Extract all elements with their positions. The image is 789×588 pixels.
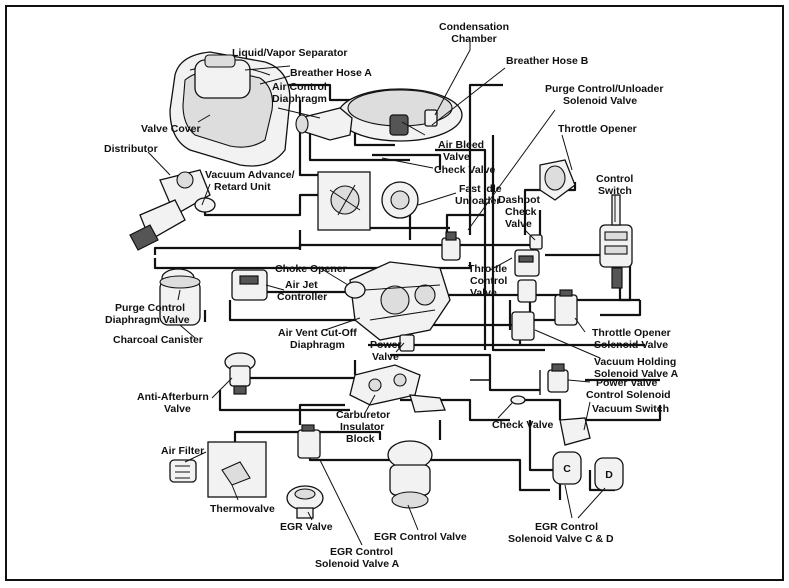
label-breather-hose-b: Breather Hose B (506, 55, 589, 67)
label-air-vent-cutoff: Diaphragm (290, 339, 345, 351)
label-air-control-diaphragm: Diaphragm (272, 93, 327, 105)
label-throttle-control-valve: Valve (470, 287, 497, 299)
label-charcoal-canister: Charcoal Canister (113, 334, 203, 346)
label-throttle-opener: Throttle Opener (558, 123, 637, 135)
label-check-valve-bottom: Check Valve (492, 419, 553, 431)
label-vacuum-holding-solenoid: Solenoid Valve A (594, 368, 679, 380)
label-egr-solenoid-a: EGR Control (330, 546, 393, 558)
label-dashpot-check-valve: Check (505, 206, 537, 218)
label-vacuum-switch: Vacuum Switch (592, 403, 669, 415)
label-carburetor-insulator: Carburetor (336, 409, 390, 421)
egr-control-solenoid-valve-d (594, 457, 624, 491)
vacuum-holding-solenoid-a (511, 311, 535, 341)
check-valve-bottom (510, 395, 526, 405)
label-air-jet-controller: Air Jet (285, 279, 318, 291)
label-fast-idle-unloader: Unloader (455, 195, 501, 207)
label-vacuum-advance: Retard Unit (214, 181, 271, 193)
label-egr-solenoid-cd: EGR Control (535, 521, 598, 533)
egr-valve (286, 485, 324, 519)
callout-labels: Condensation Chamber Liquid/Vapor Separa… (104, 21, 679, 570)
label-check-valve-top: Check Valve (434, 164, 495, 176)
label-air-bleed-valve: Valve (443, 151, 470, 163)
label-valve-cover: Valve Cover (141, 123, 201, 135)
label-air-control-diaphragm: Air Control (272, 81, 327, 93)
label-power-valve-control: Power Valve (596, 377, 657, 389)
label-dashpot-check-valve: Dashpot (498, 194, 541, 206)
label-purge-control-unloader: Solenoid Valve (563, 95, 637, 107)
label-carburetor-insulator: Block (346, 433, 375, 445)
label-liquid-vapor-separator: Liquid/Vapor Separator (232, 47, 348, 59)
label-vacuum-holding-solenoid: Vacuum Holding (594, 356, 676, 368)
label-power-valve: Valve (372, 351, 399, 363)
choke-opener (344, 281, 366, 299)
label-throttle-control-valve: Control (470, 275, 507, 287)
carburetor (349, 261, 451, 341)
label-anti-afterburn: Anti-Afterburn (137, 391, 209, 403)
label-vacuum-advance: Vacuum Advance/ (205, 169, 295, 181)
throttle-opener-solenoid-valve (554, 289, 578, 326)
label-throttle-opener-solenoid: Throttle Opener (592, 327, 671, 339)
fast-idle-unloader (381, 181, 419, 219)
label-anti-afterburn: Valve (164, 403, 191, 415)
air-jet-controller (231, 269, 268, 301)
carburetor-insulator-block (349, 364, 446, 413)
solenoid-d-marker: D (605, 469, 613, 481)
solenoid-c-marker: C (563, 463, 571, 475)
control-switch (599, 194, 633, 289)
label-egr-valve: EGR Valve (280, 521, 333, 533)
label-egr-solenoid-cd: Solenoid Valve C & D (508, 533, 614, 545)
label-air-jet-controller: Controller (277, 291, 327, 303)
air-filter (169, 459, 197, 483)
throttle-control-valve (514, 249, 540, 303)
label-air-filter: Air Filter (161, 445, 204, 457)
label-power-valve: Power (370, 339, 402, 351)
label-air-bleed-valve: Air Bleed (438, 139, 484, 151)
vacuum-switch (559, 417, 591, 446)
fast-idle-linkage-box (317, 171, 371, 231)
label-condensation-chamber: Condensation (439, 21, 509, 33)
label-thermovalve: Thermovalve (210, 503, 275, 515)
label-dashpot-check-valve: Valve (505, 218, 532, 230)
label-condensation-chamber: Chamber (451, 33, 497, 45)
label-breather-hose-a: Breather Hose A (290, 67, 372, 79)
anti-afterburn-valve (224, 352, 256, 395)
thermovalve (207, 441, 267, 498)
label-fast-idle-unloader: Fast Idle (459, 183, 502, 195)
label-purge-control-unloader: Purge Control/Unloader (545, 83, 663, 95)
label-carburetor-insulator: Insulator (340, 421, 384, 433)
power-valve-control-solenoid (547, 363, 569, 393)
egr-control-valve (387, 440, 433, 509)
charcoal-canister (159, 275, 201, 326)
label-purge-control-diaphragm: Diaphragm Valve (105, 314, 190, 326)
label-throttle-opener-solenoid: Solenoid Valve (594, 339, 668, 351)
label-egr-solenoid-a: Solenoid Valve A (315, 558, 400, 570)
label-distributor: Distributor (104, 143, 158, 155)
air-control-diaphragm-snorkel (295, 107, 353, 141)
egr-control-solenoid-valve-a (297, 424, 321, 459)
power-valve (399, 334, 415, 352)
leader-lines (147, 38, 616, 546)
label-control-switch: Control (596, 173, 633, 185)
label-air-vent-cutoff: Air Vent Cut-Off (278, 327, 357, 339)
label-throttle-control-valve: Throttle (468, 263, 507, 275)
liquid-vapor-separator (194, 54, 251, 99)
label-choke-opener: Choke Opener (275, 263, 347, 275)
label-egr-control-valve: EGR Control Valve (374, 531, 467, 543)
egr-control-solenoid-valve-c (552, 451, 582, 485)
distributor (129, 169, 211, 251)
label-control-switch: Switch (598, 185, 632, 197)
label-purge-control-diaphragm: Purge Control (115, 302, 185, 314)
throttle-opener (539, 159, 576, 201)
purge-control-unloader-solenoid (441, 231, 461, 261)
vacuum-advance-retard-unit (194, 197, 216, 213)
air-cleaner-housing (337, 88, 463, 142)
diagram-border (5, 5, 784, 581)
label-power-valve-control: Control Solenoid (586, 389, 671, 401)
